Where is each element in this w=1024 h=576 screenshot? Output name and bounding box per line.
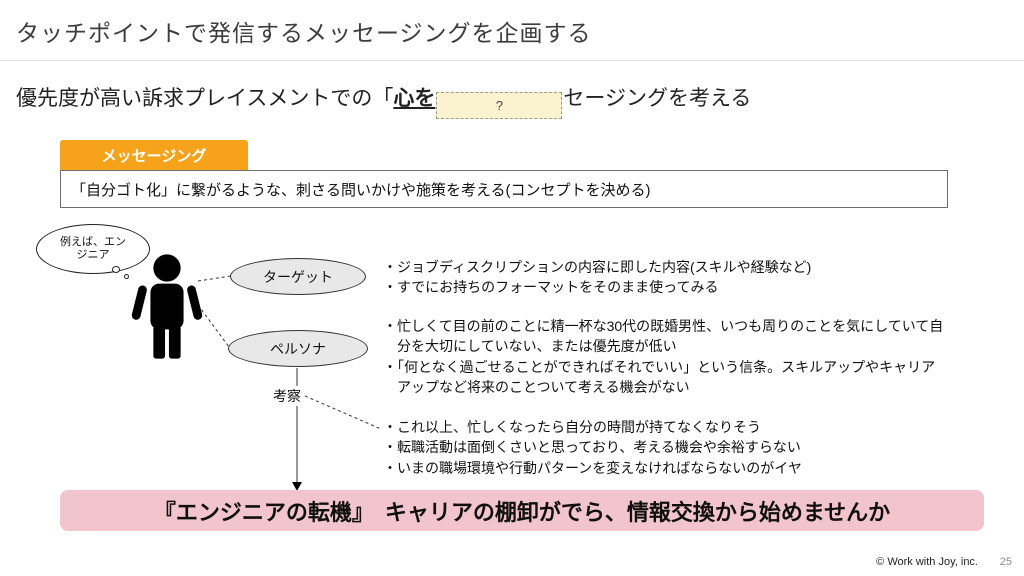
note-item: ・忙しくて目の前のことに精一杯な30代の既婚男性、いつも周りのことを気にしていて…: [383, 318, 944, 355]
masked-answer-box: ?: [436, 92, 563, 119]
messaging-concept-text: 「自分ゴト化」に繋がるような、刺さる問いかけや施策を考える(コンセプトを決める): [71, 181, 651, 199]
note-item: ・「何となく過ごせることができればそれでいい」という信条。スキルアップやキャリア…: [383, 358, 936, 396]
note-item: ・これ以上、忙しくなったら自分の時間が持てなくなりそう: [383, 419, 761, 435]
note-item: ・転職活動は面倒くさいと思っており、考える機会や余裕すらない: [383, 439, 801, 456]
person-icon: [131, 254, 203, 359]
slide-title: タッチポイントで発信するメッセージングを企画する: [16, 20, 592, 46]
note-item: ・ジョブディスクリプションの内容に即した内容(スキルや経験など): [383, 259, 812, 275]
consideration-label: 考察: [270, 386, 304, 406]
messaging-tab-label: メッセージング: [101, 147, 207, 165]
persona-ellipse: ペルソナ: [228, 330, 368, 367]
messaging-tab: メッセージング: [60, 140, 248, 170]
subtitle-suffix: セージングを考える: [563, 87, 752, 110]
target-ellipse: ターゲット: [230, 258, 366, 295]
note-item: ・すでにお持ちのフォーマットをそのまま使ってみる: [383, 279, 719, 296]
subtitle-emphasis: 心を: [393, 87, 436, 110]
persona-label: ペルソナ: [270, 340, 326, 357]
cta-banner-text: 『エンジニアの転機』 キャリアの棚卸がでら、情報交換から始めませんか: [153, 499, 891, 525]
target-label: ターゲット: [263, 268, 333, 285]
thought-bubble-dot: [124, 274, 129, 279]
cta-banner: 『エンジニアの転機』 キャリアの棚卸がでら、情報交換から始めませんか: [60, 490, 984, 531]
subtitle-prefix: 優先度が高い訴求プレイスメントでの「: [16, 87, 394, 110]
note-item: ・いまの職場環境や行動パターンを変えなければならないのがイヤ: [383, 459, 802, 476]
consideration-notes-list: ・これ以上、忙しくなったら自分の時間が持てなくなりそう ・転職活動は面倒くさいと…: [383, 417, 983, 478]
persona-notes-list: ・忙しくて目の前のことに精一杯な30代の既婚男性、いつも周りのことを気にしていて…: [383, 316, 945, 398]
thought-bubble: 例えば、エンジニア: [36, 224, 150, 274]
slide-header: タッチポイントで発信するメッセージングを企画する: [0, 0, 1024, 61]
copyright-text: © Work with Joy, inc.: [876, 556, 978, 568]
thought-bubble-text: 例えば、エンジニア: [60, 235, 126, 261]
mask-question-mark: ?: [495, 98, 503, 113]
messaging-concept-box: 「自分ゴト化」に繋がるような、刺さる問いかけや施策を考える(コンセプトを決める): [60, 170, 948, 208]
thought-bubble-dot: [112, 266, 120, 273]
subtitle-line: 優先度が高い訴求プレイスメントでの「心を? セージングを考える: [16, 82, 751, 119]
page-number: 25: [999, 556, 1012, 568]
target-notes-list: ・ジョブディスクリプションの内容に即した内容(スキルや経験など) ・すでにお持ち…: [383, 257, 1013, 298]
